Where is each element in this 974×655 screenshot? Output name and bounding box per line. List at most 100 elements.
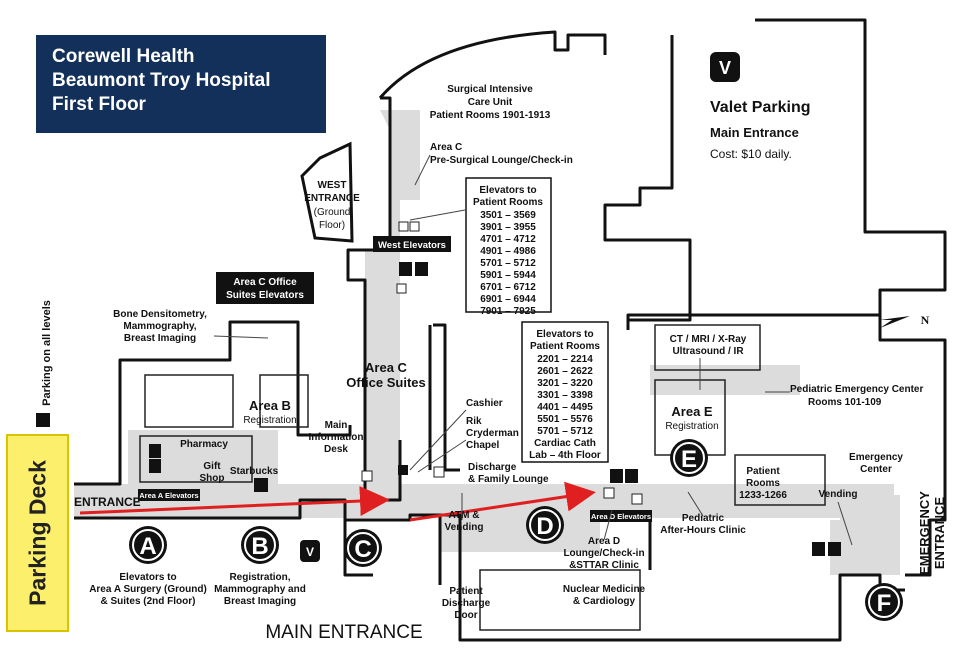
valet-marker: V bbox=[300, 540, 320, 562]
main-info-label: Main Information Desk bbox=[309, 420, 364, 455]
valet-legend: V Valet Parking Main Entrance Cost: $10 … bbox=[710, 52, 811, 161]
area-c-office-label: Area C Office Suites bbox=[346, 360, 425, 390]
svg-text:Suites Elevators: Suites Elevators bbox=[226, 290, 304, 301]
main-entrance-label: MAIN ENTRANCE bbox=[265, 622, 422, 643]
svg-text:Registration,: Registration, bbox=[229, 572, 290, 583]
restroom-icons bbox=[36, 262, 841, 556]
svg-text:Center: Center bbox=[860, 464, 892, 475]
svg-text:Patient: Patient bbox=[746, 466, 780, 477]
svg-text:3301 – 3398: 3301 – 3398 bbox=[537, 390, 593, 401]
svg-text:Area B: Area B bbox=[249, 398, 291, 413]
svg-text:ENTRANCE: ENTRANCE bbox=[932, 497, 947, 570]
svg-text:N: N bbox=[921, 313, 930, 327]
svg-text:EMERGENCY: EMERGENCY bbox=[917, 491, 932, 575]
elevators-west-list: Elevators to Patient Rooms 3501 – 3569 3… bbox=[465, 177, 552, 317]
svg-text:&STTAR Clinic: &STTAR Clinic bbox=[569, 560, 639, 571]
svg-text:Area A Elevators: Area A Elevators bbox=[139, 491, 198, 500]
svg-text:Area A Surgery (Ground): Area A Surgery (Ground) bbox=[89, 584, 207, 595]
svg-text:Area D: Area D bbox=[588, 536, 620, 547]
svg-text:E: E bbox=[681, 446, 697, 473]
vending-label: Vending bbox=[819, 489, 858, 500]
svg-text:Breast Imaging: Breast Imaging bbox=[224, 596, 296, 607]
svg-text:V: V bbox=[306, 545, 314, 559]
nuclear-label: Nuclear Medicine & Cardiology bbox=[563, 584, 646, 607]
svg-text:4401 – 4495: 4401 – 4495 bbox=[537, 402, 593, 413]
ped-after-label: Pediatric After-Hours Clinic bbox=[660, 513, 746, 536]
elevators-d-list: Elevators to Patient Rooms 2201 – 2214 2… bbox=[521, 321, 609, 463]
svg-text:Mammography,: Mammography, bbox=[123, 321, 196, 332]
svg-text:CT / MRI / X-Ray: CT / MRI / X-Ray bbox=[670, 334, 747, 345]
svg-text:Area E: Area E bbox=[671, 404, 713, 419]
svg-text:3901 – 3955: 3901 – 3955 bbox=[480, 222, 536, 233]
svg-text:Main Entrance: Main Entrance bbox=[710, 125, 799, 140]
svg-text:ENTRANCE: ENTRANCE bbox=[304, 193, 360, 204]
registration-b-caption: Registration, Mammography and Breast Ima… bbox=[214, 572, 306, 607]
area-letter-a: A bbox=[129, 526, 167, 564]
svg-text:Nuclear Medicine: Nuclear Medicine bbox=[563, 584, 646, 595]
svg-text:6701 – 6712: 6701 – 6712 bbox=[480, 282, 536, 293]
area-c-office-elevators-label: Area C Office Suites Elevators bbox=[216, 272, 314, 304]
svg-text:2601 – 2622: 2601 – 2622 bbox=[537, 366, 593, 377]
area-b-label: Area B Registration bbox=[243, 398, 296, 426]
svg-text:Area D Elevators: Area D Elevators bbox=[591, 512, 651, 521]
svg-text:West Elevators: West Elevators bbox=[378, 240, 446, 251]
svg-text:Mammography and: Mammography and bbox=[214, 584, 306, 595]
svg-text:5501 – 5576: 5501 – 5576 bbox=[537, 414, 593, 425]
north-arrow: N bbox=[880, 313, 930, 328]
svg-text:Chapel: Chapel bbox=[466, 440, 500, 451]
svg-text:6901 – 6944: 6901 – 6944 bbox=[480, 294, 536, 305]
svg-text:After-Hours Clinic: After-Hours Clinic bbox=[660, 525, 746, 536]
route-arrow-2 bbox=[409, 481, 596, 522]
area-letter-c: C bbox=[344, 529, 382, 567]
elevators-a-caption: Elevators to Area A Surgery (Ground) & S… bbox=[89, 572, 207, 607]
svg-text:Vending: Vending bbox=[445, 522, 484, 533]
svg-text:3501 – 3569: 3501 – 3569 bbox=[480, 210, 536, 221]
svg-text:Breast Imaging: Breast Imaging bbox=[124, 333, 196, 344]
svg-text:Elevators to: Elevators to bbox=[479, 185, 536, 196]
svg-text:Lounge/Check-in: Lounge/Check-in bbox=[563, 548, 644, 559]
svg-text:& Suites (2nd Floor): & Suites (2nd Floor) bbox=[101, 596, 196, 607]
chapel-label: Rik Cryderman Chapel bbox=[466, 416, 519, 451]
svg-text:Area C Office: Area C Office bbox=[233, 277, 297, 288]
svg-text:& Cardiology: & Cardiology bbox=[573, 596, 636, 607]
patient-discharge-label: Patient Discharge Door bbox=[442, 586, 491, 621]
svg-text:Lab – 4th Floor: Lab – 4th Floor bbox=[529, 450, 601, 461]
svg-text:Shop: Shop bbox=[200, 473, 225, 484]
svg-text:A: A bbox=[139, 533, 156, 560]
cashier-label: Cashier bbox=[466, 398, 503, 409]
svg-text:7901 – 7925: 7901 – 7925 bbox=[480, 306, 536, 317]
svg-text:Registration: Registration bbox=[665, 421, 718, 432]
area-letter-d: D bbox=[526, 506, 564, 544]
rooms bbox=[139, 324, 826, 631]
svg-text:Main: Main bbox=[325, 420, 348, 431]
svg-text:Office Suites: Office Suites bbox=[346, 375, 425, 390]
svg-text:Floor): Floor) bbox=[319, 220, 345, 231]
svg-text:Pediatric: Pediatric bbox=[682, 513, 725, 524]
svg-text:Rooms: Rooms bbox=[746, 478, 780, 489]
svg-text:Elevators to: Elevators to bbox=[119, 572, 176, 583]
starbucks-label: Starbucks bbox=[230, 466, 279, 477]
area-letter-f: F bbox=[865, 583, 903, 621]
gift-shop-label: Gift Shop bbox=[200, 461, 225, 484]
corridors bbox=[74, 110, 900, 575]
svg-text:Pre-Surgical Lounge/Check-in: Pre-Surgical Lounge/Check-in bbox=[430, 155, 573, 166]
svg-text:(Ground: (Ground bbox=[314, 207, 351, 218]
west-entrance-shape bbox=[300, 141, 354, 243]
discharge-lounge-label: Discharge & Family Lounge bbox=[468, 462, 549, 485]
area-d-elevators-label: Area D Elevators bbox=[590, 510, 652, 522]
svg-text:Discharge: Discharge bbox=[468, 462, 517, 473]
atm-label: ATM & Vending bbox=[445, 510, 484, 533]
title-line-3: First Floor bbox=[52, 94, 146, 115]
emergency-entrance-label: EMERGENCY ENTRANCE bbox=[917, 491, 947, 575]
svg-text:Cryderman: Cryderman bbox=[466, 428, 519, 439]
svg-text:Pediatric Emergency Center: Pediatric Emergency Center bbox=[790, 384, 923, 395]
svg-text:Registration: Registration bbox=[243, 415, 296, 426]
parking-levels-label: Parking on all levels bbox=[41, 300, 53, 406]
svg-text:Patient Rooms: Patient Rooms bbox=[473, 197, 543, 208]
svg-text:Area C: Area C bbox=[365, 360, 408, 375]
svg-text:V: V bbox=[719, 58, 731, 78]
svg-text:1233-1266: 1233-1266 bbox=[739, 490, 787, 501]
svg-text:& Family Lounge: & Family Lounge bbox=[468, 474, 549, 485]
parking-deck-label: Parking Deck bbox=[24, 460, 50, 606]
